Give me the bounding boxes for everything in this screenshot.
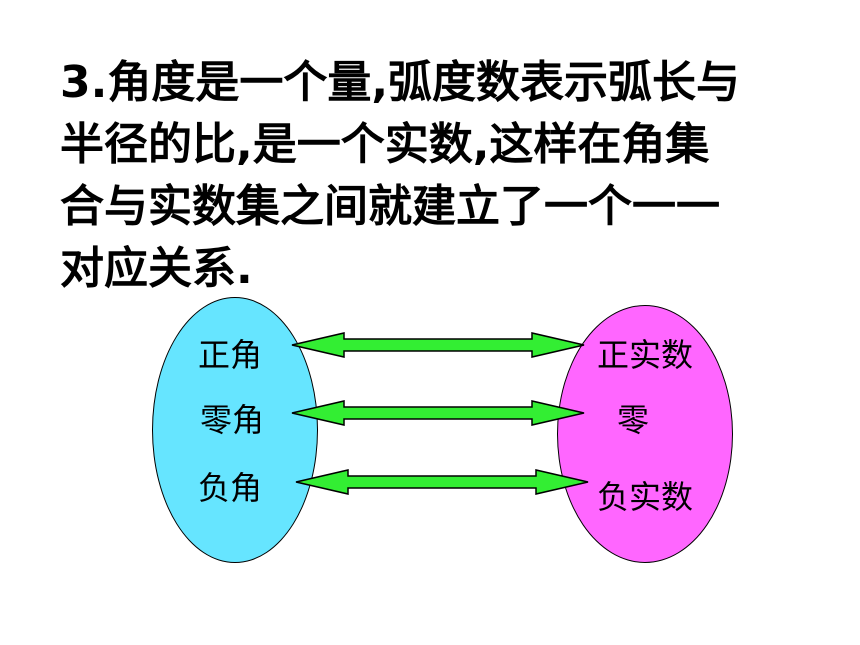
angle-set-ellipse [152, 297, 318, 563]
label-positive-angle: 正角 [198, 336, 263, 374]
label-negative-real: 负实数 [597, 478, 694, 516]
arrow-positive [291, 332, 585, 358]
statement-line-3: 合与实数集之间就建立了一个一一 [60, 181, 720, 232]
real-number-set-ellipse [557, 305, 733, 563]
statement-line-1: 3.角度是一个量,弧度数表示弧长与 [60, 57, 741, 108]
arrow-zero [291, 400, 585, 426]
label-negative-angle: 负角 [198, 469, 263, 507]
statement-line-2: 半径的比,是一个实数,这样在角集 [60, 119, 710, 170]
arrow-negative [295, 469, 589, 495]
label-zero-angle: 零角 [200, 401, 265, 439]
label-positive-real: 正实数 [597, 336, 694, 374]
statement-paragraph: 3.角度是一个量,弧度数表示弧长与 半径的比,是一个实数,这样在角集 合与实数集… [60, 52, 820, 300]
label-zero: 零 [617, 401, 650, 439]
statement-line-4: 对应关系. [60, 243, 253, 294]
